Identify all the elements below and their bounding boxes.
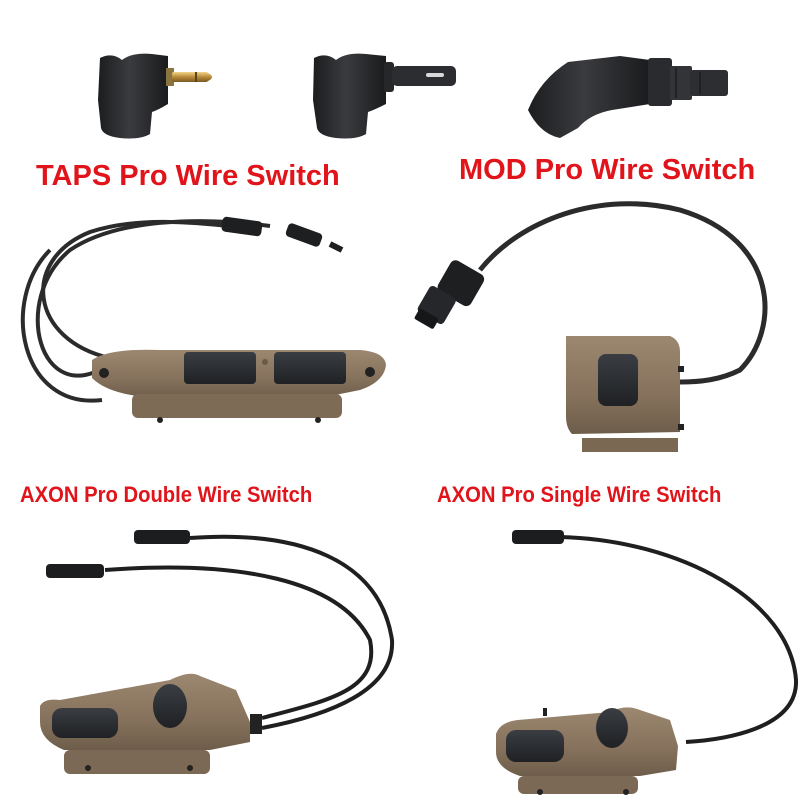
- label-axon-pro-single-wire-switch: AXON Pro Single Wire Switch: [437, 482, 722, 507]
- label-mod-pro-wire-switch: MOD Pro Wire Switch: [459, 154, 756, 186]
- taps-plug-gold-icon: [98, 53, 212, 139]
- axon-pressure-switch-two-cables-icon: [40, 530, 395, 774]
- taps-plug-pin-icon: [313, 53, 456, 139]
- single-button-rail-switch-icon: [414, 201, 768, 452]
- label-taps-pro-wire-switch: TAPS Pro Wire Switch: [36, 160, 340, 192]
- dual-button-rail-switch-icon: [20, 216, 386, 423]
- label-axon-pro-double-wire-switch: AXON Pro Double Wire Switch: [20, 482, 313, 507]
- axon-pressure-switch-one-cable-icon: [496, 530, 799, 795]
- mod-plug-icon: [528, 56, 728, 138]
